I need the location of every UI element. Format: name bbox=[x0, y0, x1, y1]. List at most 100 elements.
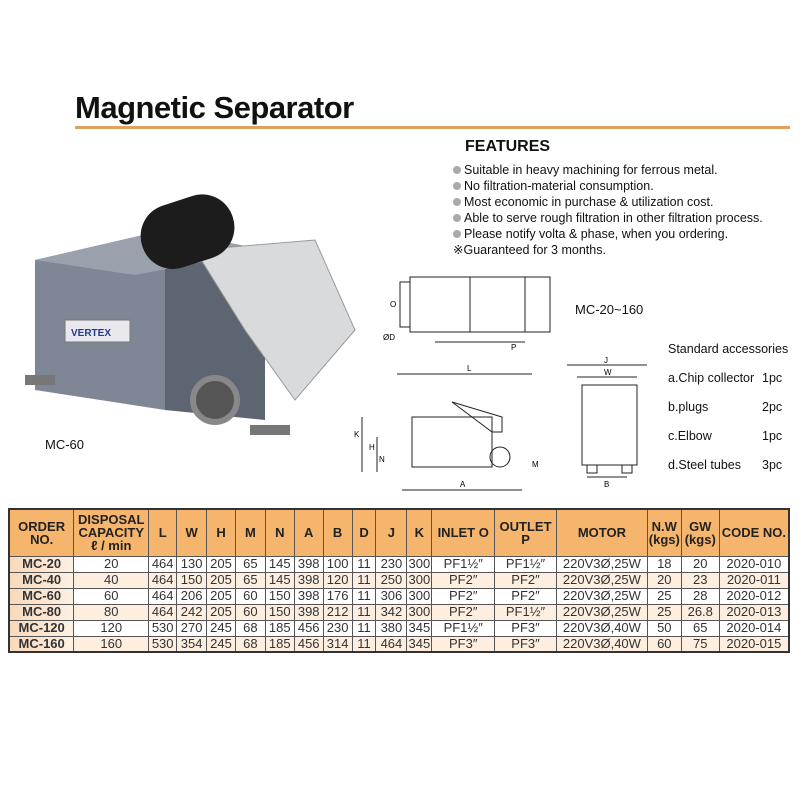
table-cell: PF3″ bbox=[494, 619, 557, 637]
table-cell: 20 bbox=[680, 555, 720, 573]
feature-item: Able to serve rough filtration in other … bbox=[453, 210, 763, 226]
table-cell: 65 bbox=[234, 555, 266, 573]
svg-text:O: O bbox=[390, 300, 396, 309]
accessories-heading: Standard accessories bbox=[668, 342, 789, 356]
table-cell: 230 bbox=[375, 555, 408, 573]
table-cell: PF3″ bbox=[431, 635, 496, 653]
table-cell: 50 bbox=[646, 619, 682, 637]
column-header: D bbox=[351, 508, 377, 557]
table-cell: 68 bbox=[234, 619, 266, 637]
table-cell: 60 bbox=[73, 587, 150, 605]
table-cell: PF1½″ bbox=[431, 619, 496, 637]
table-cell: 65 bbox=[680, 619, 720, 637]
column-header: MOTOR bbox=[555, 508, 648, 557]
table-cell: 220V3Ø,40W bbox=[555, 619, 648, 637]
table-cell: PF1½″ bbox=[494, 555, 557, 573]
column-header: GW (kgs) bbox=[680, 508, 720, 557]
table-cell: 11 bbox=[351, 587, 377, 605]
table-cell: 120 bbox=[73, 619, 150, 637]
table-cell: 530 bbox=[148, 635, 178, 653]
column-header: B bbox=[322, 508, 353, 557]
column-header: INLET O bbox=[431, 508, 496, 557]
table-cell: 26.8 bbox=[680, 603, 720, 621]
table-cell: 28 bbox=[680, 587, 720, 605]
table-cell: 342 bbox=[375, 603, 408, 621]
bullet-icon bbox=[453, 198, 461, 206]
column-header: CODE NO. bbox=[718, 508, 790, 557]
table-cell: PF2″ bbox=[431, 603, 496, 621]
table-cell: 398 bbox=[293, 587, 324, 605]
table-cell: 150 bbox=[176, 571, 208, 589]
table-cell: 464 bbox=[148, 571, 178, 589]
svg-text:A: A bbox=[460, 480, 466, 489]
title-rule bbox=[75, 126, 790, 129]
feature-item: Please notify volta & phase, when you or… bbox=[453, 226, 763, 242]
table-cell: 2020-013 bbox=[718, 603, 790, 621]
table-cell: 20 bbox=[73, 555, 150, 573]
svg-text:H: H bbox=[369, 443, 375, 452]
diagram-label: MC-20~160 bbox=[575, 302, 644, 317]
table-cell: 11 bbox=[351, 571, 377, 589]
table-cell: 220V3Ø,25W bbox=[555, 555, 648, 573]
svg-text:J: J bbox=[604, 356, 608, 365]
table-cell: 300 bbox=[406, 603, 433, 621]
table-cell: 11 bbox=[351, 603, 377, 621]
table-cell: 68 bbox=[234, 635, 266, 653]
column-header: H bbox=[206, 508, 236, 557]
table-cell: 220V3Ø,25W bbox=[555, 587, 648, 605]
svg-text:W: W bbox=[604, 368, 612, 377]
table-cell: 185 bbox=[264, 619, 295, 637]
table-cell: 398 bbox=[293, 555, 324, 573]
svg-text:N: N bbox=[379, 455, 385, 464]
table-cell: 464 bbox=[148, 603, 178, 621]
svg-text:L: L bbox=[467, 364, 472, 373]
table-cell: 60 bbox=[646, 635, 682, 653]
table-cell: 380 bbox=[375, 619, 408, 637]
features-heading: FEATURES bbox=[465, 138, 551, 155]
svg-text:M: M bbox=[532, 460, 539, 469]
bullet-icon bbox=[453, 166, 461, 174]
table-cell: PF3″ bbox=[494, 635, 557, 653]
order-no-cell: MC-160 bbox=[8, 635, 75, 653]
table-cell: PF2″ bbox=[431, 587, 496, 605]
table-cell: 230 bbox=[322, 619, 353, 637]
table-cell: 250 bbox=[375, 571, 408, 589]
table-cell: 205 bbox=[206, 603, 236, 621]
svg-text:K: K bbox=[354, 430, 360, 439]
table-cell: 25 bbox=[646, 603, 682, 621]
features-list: Suitable in heavy machining for ferrous … bbox=[453, 162, 763, 258]
table-cell: 2020-011 bbox=[718, 571, 790, 589]
table-cell: PF1½″ bbox=[494, 603, 557, 621]
table-cell: 11 bbox=[351, 619, 377, 637]
table-cell: 145 bbox=[264, 555, 295, 573]
table-cell: 464 bbox=[148, 555, 178, 573]
table-cell: 245 bbox=[206, 635, 236, 653]
feature-item: No filtration-material consumption. bbox=[453, 178, 763, 194]
table-cell: 242 bbox=[176, 603, 208, 621]
table-cell: 270 bbox=[176, 619, 208, 637]
table-cell: 60 bbox=[234, 587, 266, 605]
guarantee-note: ※Guaranteed for 3 months. bbox=[453, 243, 606, 257]
table-cell: 314 bbox=[322, 635, 353, 653]
table-cell: 176 bbox=[322, 587, 353, 605]
table-cell: 75 bbox=[680, 635, 720, 653]
product-photo: VERTEX bbox=[25, 194, 356, 435]
table-cell: PF2″ bbox=[494, 571, 557, 589]
table-cell: 464 bbox=[148, 587, 178, 605]
table-cell: 220V3Ø,25W bbox=[555, 603, 648, 621]
column-header: L bbox=[148, 508, 178, 557]
table-cell: 464 bbox=[375, 635, 408, 653]
table-cell: 220V3Ø,40W bbox=[555, 635, 648, 653]
table-cell: 300 bbox=[406, 571, 433, 589]
table-cell: 185 bbox=[264, 635, 295, 653]
table-cell: 2020-015 bbox=[718, 635, 790, 653]
table-cell: 2020-014 bbox=[718, 619, 790, 637]
column-header: W bbox=[176, 508, 208, 557]
table-cell: 2020-012 bbox=[718, 587, 790, 605]
table-cell: 65 bbox=[234, 571, 266, 589]
